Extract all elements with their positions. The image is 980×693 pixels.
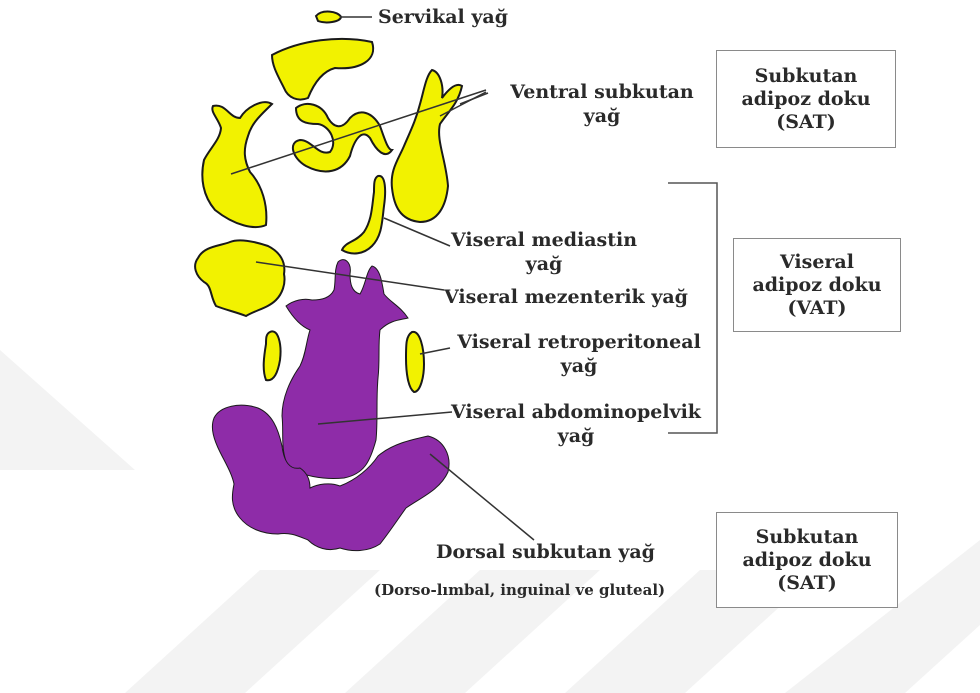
label-mezenterik: Viseral mezenterik yağ: [444, 285, 688, 309]
label-abdominopelvik-line1: Viseral abdominopelvik: [444, 400, 708, 424]
label-abdominopelvik: Viseral abdominopelvik yağ: [444, 400, 708, 448]
box-vat-line3: (VAT): [787, 297, 846, 320]
label-retroperitoneal: Viseral retroperitoneal yağ: [444, 330, 714, 378]
servikal-fat-shape: [316, 12, 341, 23]
box-sat-top-line1: Subkutan: [755, 65, 858, 88]
box-sat-top-line3: (SAT): [776, 111, 836, 134]
box-sat-bottom-line2: adipoz doku: [742, 549, 871, 572]
label-servikal: Servikal yağ: [378, 5, 508, 29]
label-ventral-line2: yağ: [488, 104, 716, 128]
viseral-retroperitoneal-right-shape: [406, 332, 424, 392]
box-vat-line1: Viseral: [780, 251, 854, 274]
label-mediastin-line1: Viseral mediastin: [444, 228, 644, 252]
box-sat-top: Subkutan adipoz doku (SAT): [716, 50, 896, 148]
label-mediastin: Viseral mediastin yağ: [444, 228, 644, 276]
label-dorsal-note: (Dorso-lımbal, inguinal ve gluteal): [374, 578, 665, 602]
label-retroperitoneal-line1: Viseral retroperitoneal: [444, 330, 714, 354]
ventral-subkutan-right-shape: [392, 70, 462, 222]
viseral-mediastin-shape: [342, 176, 385, 254]
leader-dorsal: [430, 454, 534, 540]
label-abdominopelvik-line2: yağ: [444, 424, 708, 448]
label-retroperitoneal-line2: yağ: [444, 354, 714, 378]
ventral-subkutan-upper-shape: [272, 39, 373, 100]
box-sat-bottom-line3: (SAT): [777, 572, 837, 595]
label-ventral-line1: Ventral subkutan: [488, 80, 716, 104]
label-dorsal: Dorsal subkutan yağ: [436, 540, 655, 564]
box-sat-bottom-line1: Subkutan: [756, 526, 859, 549]
viseral-mezenterik-shape: [195, 240, 284, 316]
box-sat-bottom: Subkutan adipoz doku (SAT): [716, 512, 898, 608]
box-sat-top-line2: adipoz doku: [741, 88, 870, 111]
viseral-abdominopelvik-shape: [282, 260, 408, 479]
label-ventral: Ventral subkutan yağ: [488, 80, 716, 128]
box-vat: Viseral adipoz doku (VAT): [733, 238, 901, 332]
viseral-retroperitoneal-left-shape: [264, 331, 281, 380]
box-vat-line2: adipoz doku: [752, 274, 881, 297]
label-mediastin-line2: yağ: [444, 252, 644, 276]
